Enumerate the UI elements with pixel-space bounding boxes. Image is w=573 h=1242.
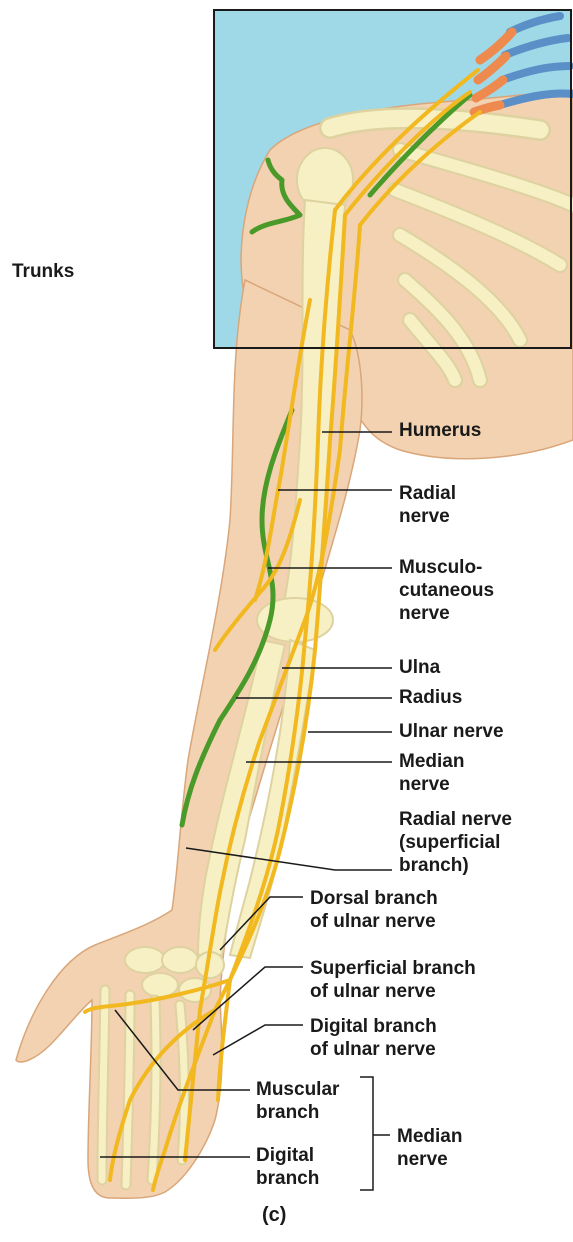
digital-branch-label: Digital branch xyxy=(256,1144,319,1190)
ulnar-nerve-label: Ulnar nerve xyxy=(399,720,504,743)
median-nerve-label: Median nerve xyxy=(399,750,464,796)
trunks-label: Trunks xyxy=(12,260,74,283)
radial-nerve-superficial-label: Radial nerve (superficial branch) xyxy=(399,808,512,877)
median-nerve-group-label: Median nerve xyxy=(397,1125,462,1171)
panel-label: (c) xyxy=(262,1204,286,1227)
ulna-label: Ulna xyxy=(399,656,440,679)
leader-digital-ulnar xyxy=(213,1025,303,1055)
musculocutaneous-nerve-label: Musculo- cutaneous nerve xyxy=(399,556,494,625)
radius-label: Radius xyxy=(399,686,462,709)
superficial-branch-ulnar-label: Superficial branch of ulnar nerve xyxy=(310,957,476,1003)
muscular-branch-label: Muscular branch xyxy=(256,1078,339,1124)
dorsal-branch-ulnar-label: Dorsal branch of ulnar nerve xyxy=(310,887,438,933)
humerus-label: Humerus xyxy=(399,419,481,442)
median-nerve-bracket xyxy=(360,1077,390,1190)
digital-branch-ulnar-label: Digital branch of ulnar nerve xyxy=(310,1015,437,1061)
radial-nerve-label: Radial nerve xyxy=(399,482,456,528)
